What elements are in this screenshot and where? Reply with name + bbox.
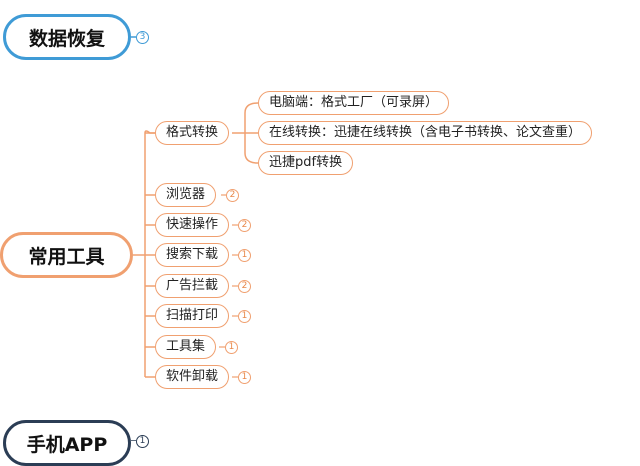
data-recovery-count-badge[interactable]: 3 [136, 31, 149, 44]
branch-toolset-label: 工具集 [166, 339, 206, 354]
ad-block-count-badge[interactable]: 2 [238, 280, 251, 293]
branch-scan-print-label: 扫描打印 [166, 308, 219, 323]
branch-ad-block-label: 广告拦截 [166, 278, 219, 293]
branch-format-convert[interactable]: 格式转换 [155, 121, 230, 145]
branch-browser-label: 浏览器 [166, 187, 206, 202]
leaf-pc-format-factory-label: 电脑端：格式工厂（可录屏） [269, 95, 439, 110]
browser-count-badge[interactable]: 2 [226, 189, 239, 202]
topic-common-tools-label: 常用工具 [28, 245, 105, 268]
leaf-online-convert-label: 在线转换：迅捷在线转换（含电子书转换、论文查重） [269, 125, 582, 140]
branch-ad-block[interactable]: 广告拦截 [155, 274, 230, 298]
search-download-count-badge[interactable]: 1 [238, 249, 251, 262]
scan-print-count-badge[interactable]: 1 [238, 310, 251, 323]
topic-mobile-app[interactable]: 手机APP [3, 420, 131, 466]
branch-quick-ops-label: 快速操作 [166, 217, 219, 232]
toolset-count-badge[interactable]: 1 [225, 341, 238, 354]
branch-scan-print[interactable]: 扫描打印 [155, 304, 230, 328]
branch-quick-ops[interactable]: 快速操作 [155, 213, 230, 237]
branch-browser[interactable]: 浏览器 [155, 183, 217, 207]
connector-lines [131, 36, 259, 441]
topic-common-tools[interactable]: 常用工具 [0, 232, 133, 278]
leaf-online-convert[interactable]: 在线转换：迅捷在线转换（含电子书转换、论文查重） [258, 121, 593, 145]
branch-uninstall-label: 软件卸载 [166, 369, 219, 384]
quick-ops-count-badge[interactable]: 2 [238, 219, 251, 232]
topic-data-recovery[interactable]: 数据恢复 [3, 14, 131, 60]
branch-search-download-label: 搜索下载 [166, 247, 219, 262]
branch-format-convert-label: 格式转换 [166, 125, 219, 140]
branch-toolset[interactable]: 工具集 [155, 335, 217, 359]
leaf-xunjie-pdf[interactable]: 迅捷pdf转换 [258, 151, 354, 175]
leaf-pc-format-factory[interactable]: 电脑端：格式工厂（可录屏） [258, 91, 450, 115]
uninstall-count-badge[interactable]: 1 [238, 371, 251, 384]
leaf-xunjie-pdf-label: 迅捷pdf转换 [269, 155, 343, 170]
mobile-app-count-badge[interactable]: 1 [136, 435, 149, 448]
branch-uninstall[interactable]: 软件卸载 [155, 365, 230, 389]
topic-mobile-app-label: 手机APP [26, 433, 108, 456]
branch-search-download[interactable]: 搜索下载 [155, 243, 230, 267]
topic-data-recovery-label: 数据恢复 [28, 27, 105, 50]
